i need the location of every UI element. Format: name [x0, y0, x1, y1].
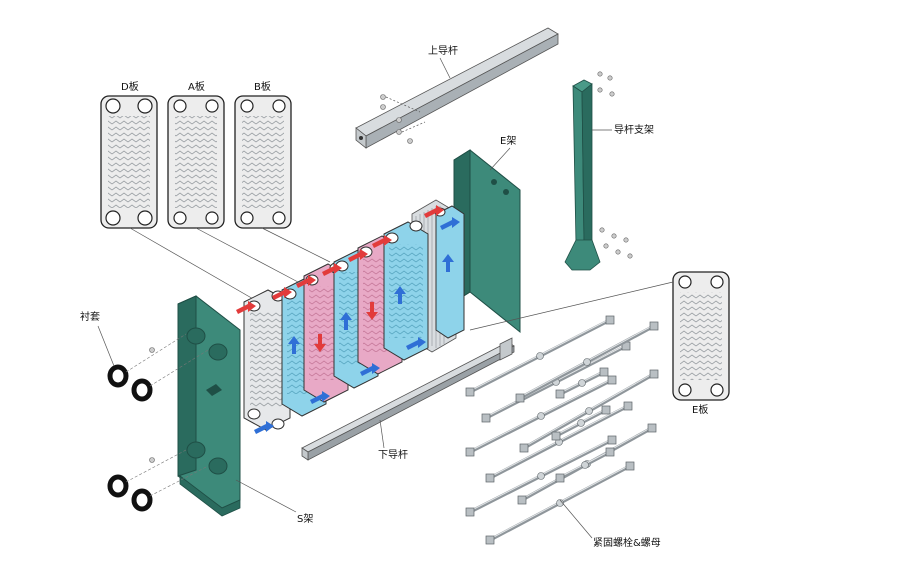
- tightening-bolts: [465, 315, 659, 545]
- nut-icon: [485, 535, 495, 545]
- lower-guide-bar-label: 下导杆: [378, 449, 408, 461]
- washer-icon: [578, 379, 586, 387]
- bolt-icon: [597, 71, 633, 259]
- nut-icon: [465, 507, 475, 517]
- nut-icon: [515, 393, 525, 403]
- nut-icon: [465, 387, 475, 397]
- plate-1-plain: [243, 289, 291, 431]
- nut-icon: [605, 447, 615, 457]
- nut-icon: [551, 431, 561, 441]
- upper-guide-bar-label: 上导杆: [428, 45, 458, 57]
- s-frame-label: S架: [297, 513, 313, 525]
- nut-icon: [555, 473, 565, 483]
- nut-icon: [649, 369, 659, 379]
- washer-icon: [577, 419, 585, 427]
- upper-guide-bar: [355, 27, 559, 149]
- guide-bar-support-label: 导杆支架: [614, 124, 654, 136]
- nut-icon: [649, 321, 659, 331]
- a-plate-label: A板: [188, 80, 205, 93]
- nut-icon: [601, 405, 611, 415]
- plate-6-cold: [383, 220, 429, 361]
- d-plate: [100, 95, 158, 229]
- washer-icon: [556, 499, 564, 507]
- s-frame: [177, 295, 241, 517]
- nut-icon: [519, 443, 529, 453]
- nut-icon: [599, 367, 609, 377]
- washer-icon: [585, 407, 593, 415]
- a-plate: [167, 95, 225, 229]
- washer-icon: [536, 352, 544, 360]
- lower-guide-bar: [301, 337, 515, 461]
- gasket-ring: [107, 364, 153, 512]
- nut-icon: [625, 461, 635, 471]
- b-plate: [234, 95, 292, 229]
- e-plate: [672, 271, 730, 401]
- nut-icon: [607, 435, 617, 445]
- e-frame-label: E架: [500, 135, 516, 147]
- nut-icon: [555, 389, 565, 399]
- nut-icon: [481, 413, 491, 423]
- bolt-icon: [149, 347, 155, 463]
- plate-stack: [182, 199, 465, 476]
- nut-icon: [485, 473, 495, 483]
- e-plate-label: E板: [692, 403, 708, 416]
- washer-icon: [537, 412, 545, 420]
- washer-icon: [581, 461, 589, 469]
- nut-icon: [465, 447, 475, 457]
- guide-bar-support: [564, 71, 633, 271]
- d-plate-label: D板: [121, 80, 139, 93]
- nut-icon: [517, 495, 527, 505]
- bolts-nuts-label: 紧固螺栓&螺母: [593, 536, 661, 549]
- nut-icon: [623, 401, 633, 411]
- washer-icon: [583, 358, 591, 366]
- nut-icon: [647, 423, 657, 433]
- b-plate-label: B板: [254, 80, 271, 93]
- nut-icon: [605, 315, 615, 325]
- nut-icon: [607, 375, 617, 385]
- lining-label: 衬套: [80, 310, 100, 323]
- washer-icon: [537, 472, 545, 480]
- bolt-icon: [380, 94, 413, 144]
